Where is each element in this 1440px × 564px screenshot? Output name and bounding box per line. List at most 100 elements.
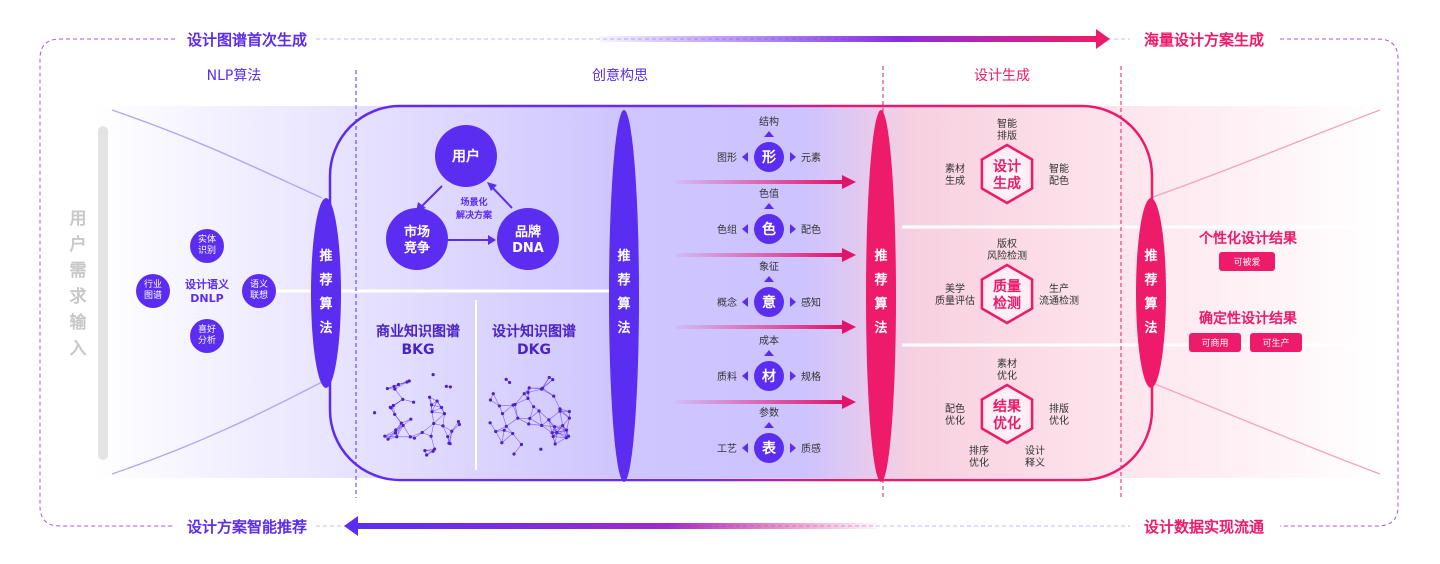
network-node [412, 436, 416, 440]
network-edge [394, 414, 402, 424]
brand-node [497, 208, 559, 270]
element-char: 材 [762, 368, 776, 385]
triangle-edge [490, 185, 513, 209]
network-edge [517, 417, 529, 425]
network-edge [529, 418, 542, 426]
network-edge [513, 444, 522, 455]
network-node [385, 386, 389, 391]
network-node [427, 395, 432, 399]
network-node [507, 380, 512, 385]
network-edge [433, 413, 445, 424]
network-edge [566, 418, 570, 431]
network-node [526, 390, 530, 395]
network-edge [506, 417, 518, 427]
triangle-edge [419, 185, 443, 209]
pointer-left-icon [742, 371, 748, 381]
bottom-left-flow-label: 设计方案智能推荐 [187, 518, 307, 536]
hex-right-label: 生产流通检测 [1039, 282, 1079, 307]
network-edge [501, 430, 505, 443]
network-edge [512, 404, 519, 419]
network-node [394, 428, 398, 432]
network-node [502, 428, 506, 432]
pointer-right-icon [790, 224, 796, 234]
network-edge [395, 425, 404, 434]
network-node [511, 431, 515, 436]
hex-bottom-right-label: 设计释义 [1025, 444, 1045, 469]
network-edge [548, 410, 561, 421]
hex-left-label: 配色优化 [945, 402, 965, 427]
network-node [551, 378, 555, 382]
network-node [388, 405, 392, 409]
element-top-label: 象征 [759, 261, 779, 273]
dnlp-node [136, 274, 170, 308]
network-node [440, 405, 444, 410]
pointer-up-icon [764, 422, 774, 428]
network-edge [529, 406, 534, 419]
flow-arrow [676, 320, 856, 334]
network-node [372, 411, 377, 415]
network-node [552, 394, 556, 398]
recommend-label: 推荐算法 [873, 248, 887, 336]
hex-top-label: 智能排版 [997, 117, 1017, 142]
top-flow-arrow-bar [600, 36, 1096, 42]
network-node [431, 373, 435, 377]
dnlp-node-label: 语义联想 [250, 279, 268, 301]
network-edge [512, 433, 522, 445]
pointer-right-icon [790, 443, 796, 453]
tag-producible-label: 可生产 [1262, 337, 1289, 349]
network-edge [402, 425, 411, 438]
pointer-left-icon [742, 443, 748, 453]
pointer-right-icon [790, 297, 796, 307]
network-node [430, 403, 434, 407]
network-edge [527, 398, 534, 407]
network-edge [556, 429, 567, 433]
network-edge [527, 388, 542, 393]
network-node [552, 425, 557, 429]
network-node [567, 416, 571, 420]
network-node [491, 392, 495, 396]
network-edge [541, 425, 553, 434]
network-edge [449, 431, 453, 444]
element-left-label: 色组 [717, 223, 737, 236]
network-edge [495, 431, 503, 443]
network-node [386, 437, 390, 441]
network-edge [562, 417, 570, 426]
network-node [383, 434, 387, 438]
hex-title: 设计生成 [993, 158, 1021, 192]
network-node [547, 418, 551, 422]
network-node [396, 382, 401, 387]
network-edge [384, 429, 396, 437]
hex-top-label: 版权风险检测 [987, 237, 1027, 262]
network-node [395, 435, 399, 439]
network-node [528, 416, 532, 421]
element-left-label: 质料 [717, 370, 737, 383]
network-edge [502, 404, 514, 414]
network-edge [555, 437, 567, 445]
network-edge [502, 413, 507, 427]
network-node [393, 431, 398, 435]
user-input-bar [98, 126, 108, 460]
funnel-background [95, 106, 1380, 478]
dnlp-node [242, 274, 276, 308]
network-node [435, 399, 439, 403]
network-node [488, 421, 492, 425]
network-edge [562, 425, 567, 438]
dnlp-node-label: 喜好分析 [198, 323, 216, 346]
network-node [527, 386, 531, 390]
network-node [393, 387, 397, 391]
network-edge [424, 448, 435, 451]
network-edge [489, 422, 497, 432]
network-edge [499, 404, 514, 407]
tag-lovable-label: 可被爱 [1233, 256, 1260, 268]
triangle-arrow [488, 235, 496, 245]
network-edge [387, 429, 396, 440]
element-row: 意象征概念感知 [717, 261, 821, 317]
left-funnel-top-curve [111, 109, 323, 199]
network-edge [492, 393, 500, 407]
pointer-right-icon [790, 152, 796, 162]
network-node [539, 387, 544, 391]
